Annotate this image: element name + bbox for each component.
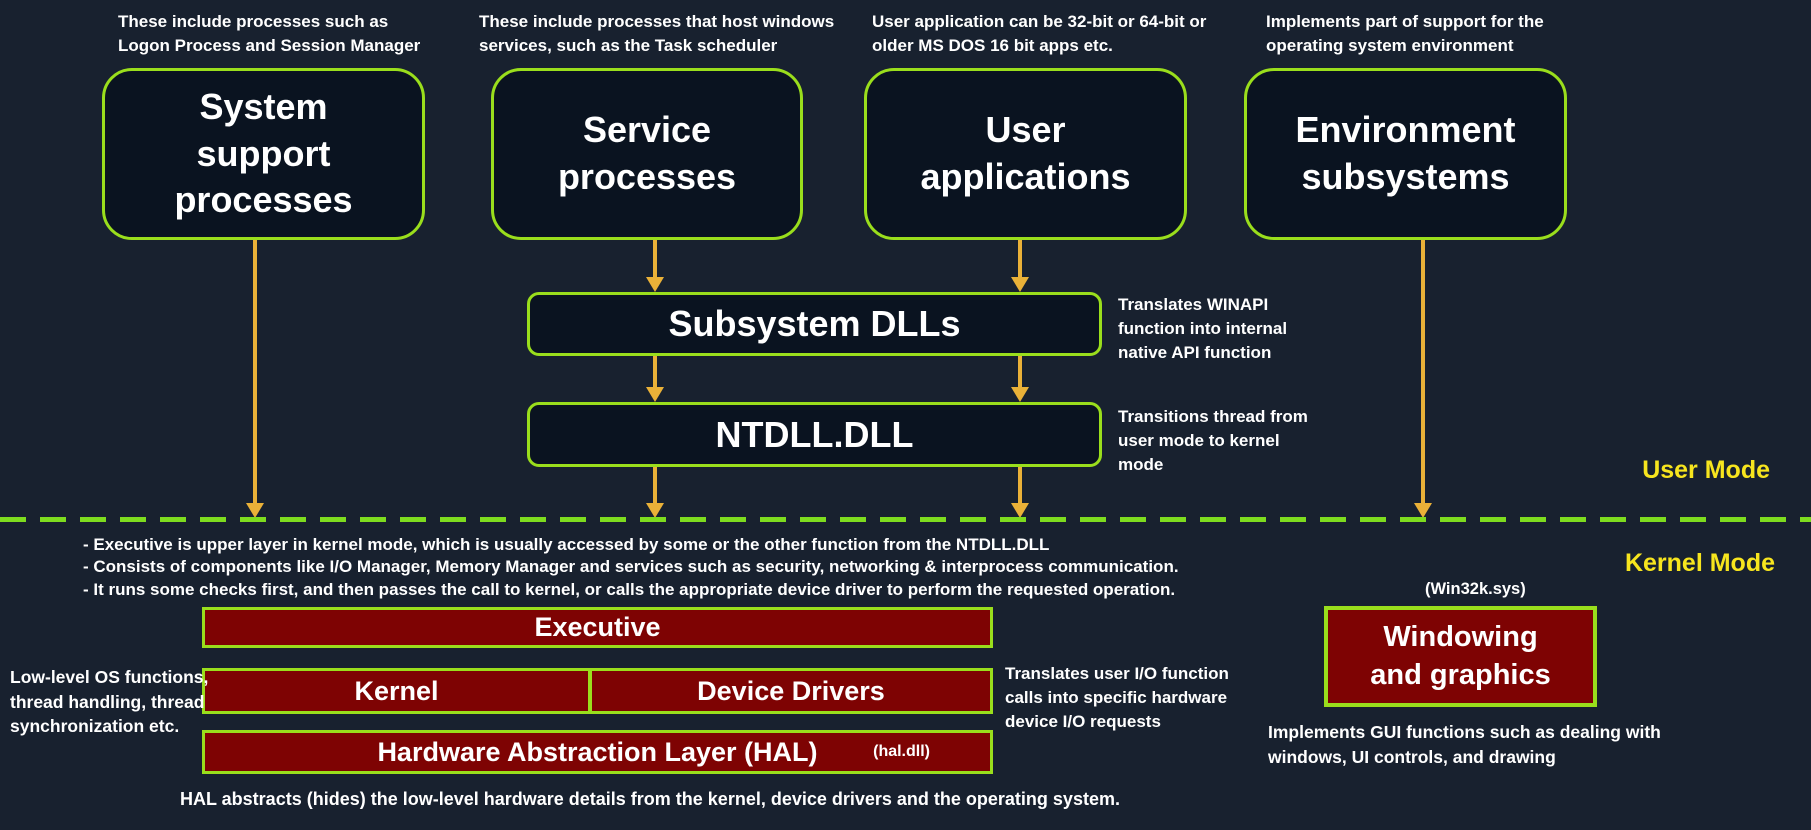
user-kernel-mode-divider <box>0 517 1811 522</box>
device-drivers-box: Device Drivers <box>697 675 885 706</box>
hal-dll-file-label: (hal.dll) <box>873 743 930 760</box>
kernel-mode-label: Kernel Mode <box>1624 549 1775 577</box>
kernel-left-note: Low-level OS functions, thread handling,… <box>10 667 209 736</box>
arrow-subsystem-to-ntdll-right <box>1018 356 1022 388</box>
io-translation-note: Translates user I/O function calls into … <box>1005 664 1229 731</box>
ntdll-box: NTDLL.DLL <box>527 402 1102 467</box>
executive-note-line: - It runs some checks first, and then pa… <box>83 579 1176 599</box>
user-mode-label: User Mode <box>1642 456 1770 484</box>
kernel-box: Kernel <box>354 675 439 706</box>
service-processes-annotation: These include processes that host window… <box>479 12 835 55</box>
subsystem-dlls-box: Subsystem DLLs <box>527 292 1102 356</box>
system-support-processes-box: System support processes <box>102 68 425 240</box>
kernel-device-divider <box>588 671 592 711</box>
executive-note-line: - Executive is upper layer in kernel mod… <box>83 535 1050 554</box>
kernel-device-drivers-row: Kernel Device Drivers <box>202 668 993 714</box>
hal-bottom-note: HAL abstracts (hides) the low-level hard… <box>180 789 1120 809</box>
win32k-file-label: (Win32k.sys) <box>1425 580 1526 598</box>
executive-notes: - Executive is upper layer in kernel mod… <box>83 534 1179 601</box>
executive-box: Executive <box>202 607 993 648</box>
arrow-environment-to-kernel <box>1421 240 1425 504</box>
environment-subsystems-annotation: Implements part of support for the opera… <box>1266 12 1544 55</box>
service-processes-box: Service processes <box>491 68 803 240</box>
ntdll-note: Transitions thread from user mode to ker… <box>1118 407 1308 474</box>
arrow-user-apps-to-subsystem-dlls <box>1018 240 1022 278</box>
system-support-annotation: These include processes such as Logon Pr… <box>118 12 421 55</box>
user-applications-annotation: User application can be 32-bit or 64-bit… <box>872 12 1207 55</box>
environment-subsystems-box: Environment subsystems <box>1244 68 1567 240</box>
windowing-graphics-box: Windowing and graphics <box>1324 606 1597 707</box>
arrow-system-support-to-kernel <box>253 240 257 504</box>
executive-note-line: - Consists of components like I/O Manage… <box>83 557 1179 577</box>
hal-label: Hardware Abstraction Layer (HAL) <box>377 736 818 767</box>
arrow-service-to-subsystem-dlls <box>653 240 657 278</box>
subsystem-dlls-note: Translates WINAPI function into internal… <box>1118 295 1288 362</box>
arrow-ntdll-to-kernel-left <box>653 467 657 504</box>
windowing-note: Implements GUI functions such as dealing… <box>1268 722 1661 767</box>
user-applications-box: User applications <box>864 68 1187 240</box>
hal-box: Hardware Abstraction Layer (HAL) (hal.dl… <box>202 730 993 774</box>
arrow-ntdll-to-kernel-right <box>1018 467 1022 504</box>
arrow-subsystem-to-ntdll-left <box>653 356 657 388</box>
